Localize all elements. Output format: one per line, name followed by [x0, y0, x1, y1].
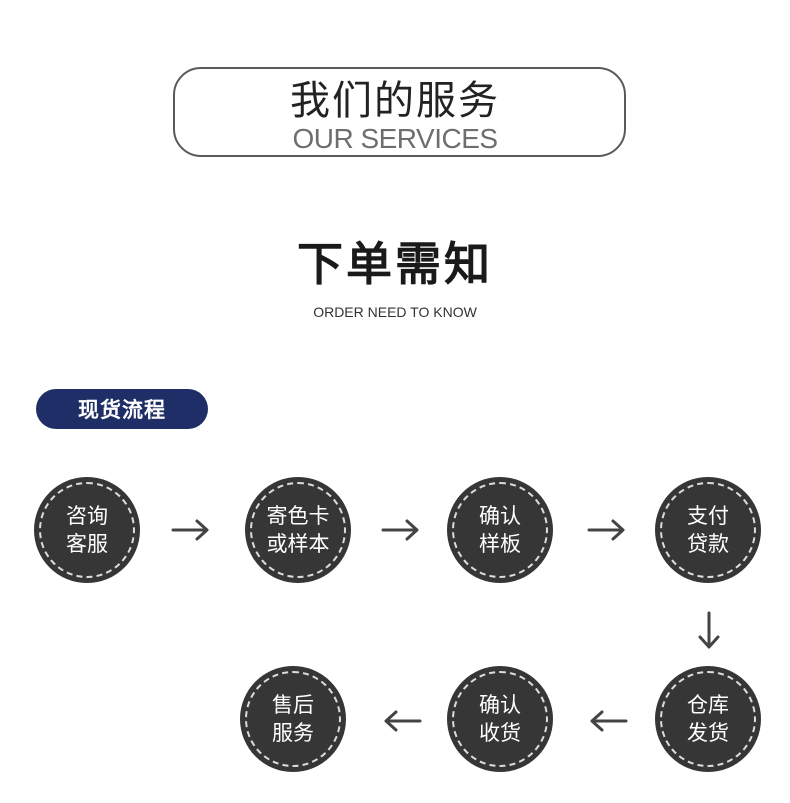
step-label: 收货 [479, 721, 521, 745]
step-label: 售后 [272, 693, 314, 717]
step-label: 样板 [479, 532, 521, 556]
step-label: 确认 [479, 504, 521, 528]
arrow-right-icon [381, 519, 419, 541]
arrow-right-icon [587, 519, 625, 541]
arrow-down-icon [698, 611, 720, 649]
step-confirm-sample: 确认样板 [447, 477, 553, 583]
section-subtitle: ORDER NEED TO KNOW [313, 304, 477, 320]
step-after-sales: 售后服务 [240, 666, 346, 772]
step-label: 发货 [687, 721, 729, 745]
step-payment: 支付贷款 [655, 477, 761, 583]
header-frame [173, 67, 626, 157]
step-label: 确认 [479, 693, 521, 717]
step-label: 寄色卡 [266, 504, 330, 528]
step-send-sample: 寄色卡或样本 [245, 477, 351, 583]
arrow-left-icon [384, 710, 422, 732]
step-label: 贷款 [687, 532, 729, 556]
step-confirm-receipt: 确认收货 [447, 666, 553, 772]
step-label: 服务 [272, 721, 314, 745]
step-warehouse-ship: 仓库发货 [655, 666, 761, 772]
step-consult: 咨询客服 [34, 477, 140, 583]
step-label: 仓库 [687, 693, 729, 717]
arrow-right-icon [171, 519, 209, 541]
step-label: 客服 [66, 532, 108, 556]
process-tag-label: 现货流程 [78, 398, 166, 422]
process-tag: 现货流程 [36, 389, 208, 429]
step-label: 咨询 [66, 504, 108, 528]
arrow-left-icon [590, 710, 628, 732]
step-label: 支付 [687, 504, 729, 528]
step-label: 或样本 [266, 532, 330, 556]
section-title: 下单需知 [297, 237, 493, 291]
header-title: 我们的服务 [290, 78, 500, 124]
header-subtitle: OUR SERVICES [292, 123, 498, 154]
